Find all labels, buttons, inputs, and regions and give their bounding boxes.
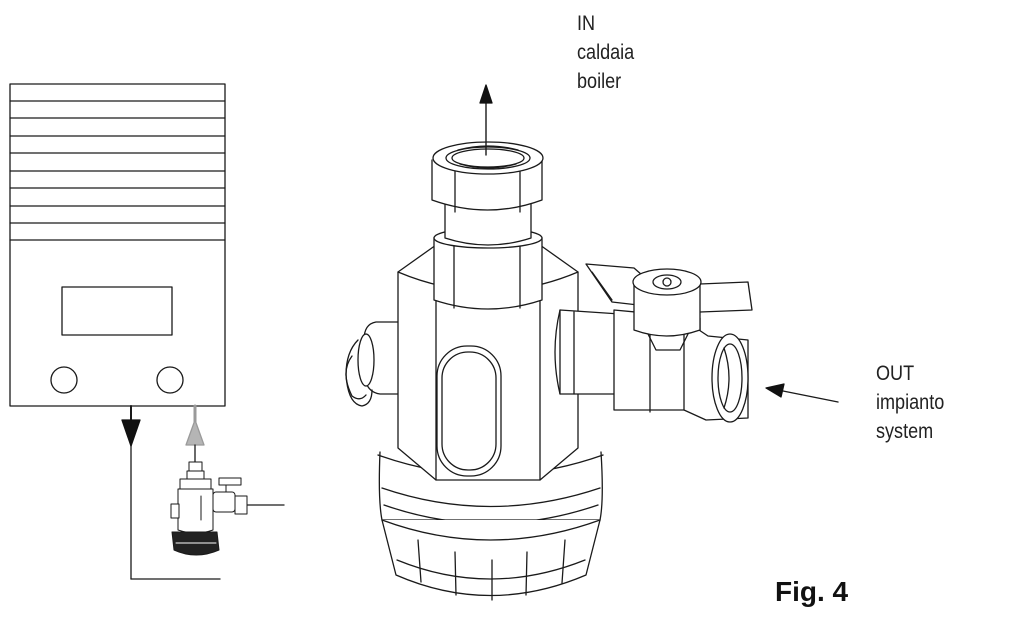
inlet-label: IN caldaia boiler bbox=[577, 9, 634, 96]
mini-filter-icon bbox=[170, 461, 248, 556]
outlet-label-line2: impianto bbox=[876, 391, 945, 414]
drain-cap bbox=[345, 321, 399, 407]
boiler-body bbox=[9, 83, 226, 407]
boiler-knob-left bbox=[50, 366, 78, 394]
flow-arrows bbox=[479, 84, 839, 403]
flow-arrow-down-icon bbox=[121, 419, 141, 447]
inlet-label-line1: IN bbox=[577, 12, 596, 35]
outlet-label-line1: OUT bbox=[876, 362, 915, 385]
boiler-display bbox=[61, 286, 173, 336]
filter-assembly bbox=[345, 141, 753, 601]
figure-caption: Fig. 4 bbox=[775, 576, 849, 607]
boiler-knob-right bbox=[156, 366, 184, 394]
inlet-union bbox=[431, 141, 544, 310]
boiler-unit bbox=[9, 83, 226, 407]
sight-window bbox=[436, 345, 502, 477]
outlet-label-line3: system bbox=[876, 420, 934, 443]
inlet-label-line3: boiler bbox=[577, 70, 622, 93]
arrow-left-icon bbox=[765, 383, 785, 398]
boiler-piping bbox=[121, 404, 285, 580]
flow-arrow-up-icon bbox=[185, 419, 205, 446]
boiler-grille bbox=[9, 100, 226, 241]
arrow-up-icon bbox=[479, 84, 493, 104]
outlet-label: OUT impianto system bbox=[876, 359, 944, 446]
inlet-label-line2: caldaia bbox=[577, 41, 635, 64]
ball-valve bbox=[554, 263, 753, 423]
filter-body bbox=[397, 244, 579, 481]
